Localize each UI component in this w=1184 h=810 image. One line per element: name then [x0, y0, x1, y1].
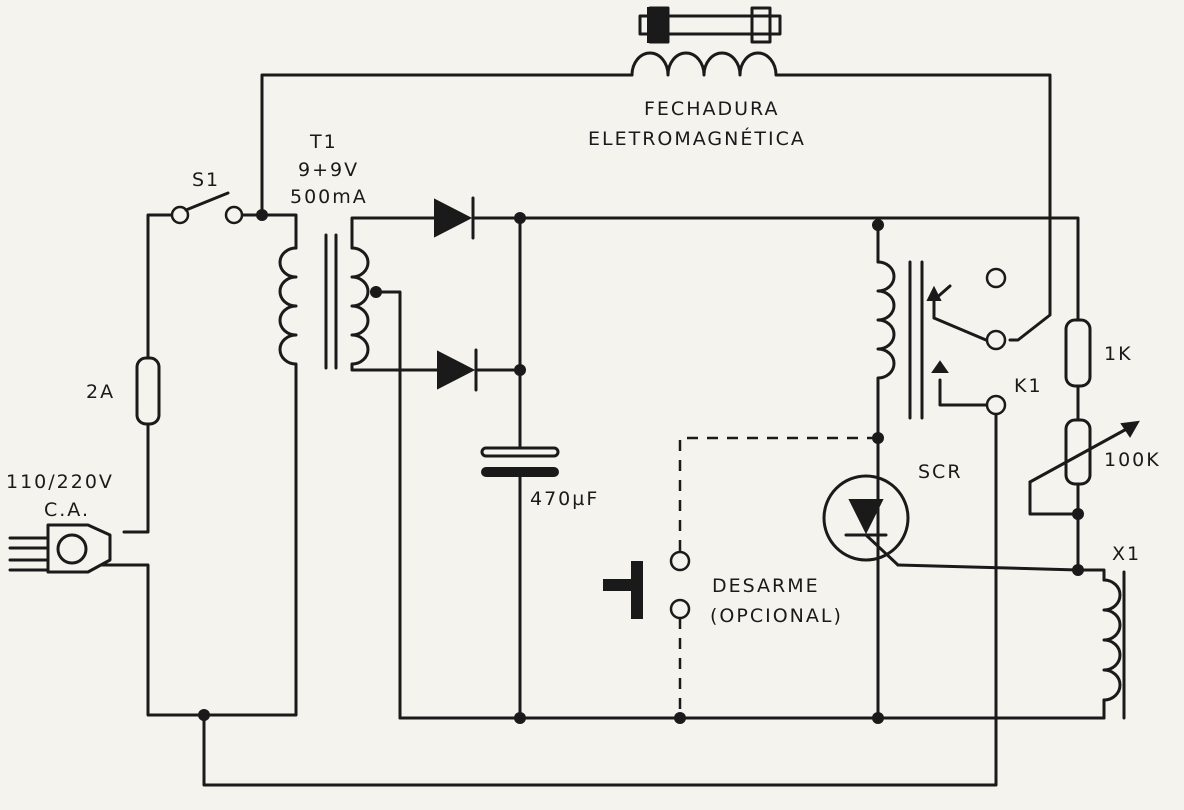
- diode-d2: [437, 348, 478, 392]
- relay-k1: [876, 260, 1007, 420]
- r1-label: 1K: [1104, 343, 1133, 365]
- mains-type-label: C.A.: [44, 499, 90, 521]
- fuse-2a: [135, 356, 161, 426]
- disarm-label-line2: (OPCIONAL): [710, 605, 843, 627]
- coil-x1-label: X1: [1112, 543, 1141, 565]
- t1-current-label: 500mA: [290, 186, 368, 208]
- scr-label: SCR: [918, 461, 963, 483]
- disarm-pushbutton: [603, 436, 878, 712]
- pot-label: 100K: [1104, 449, 1161, 471]
- labels: FECHADURA ELETROMAGNÉTICA T1 9+9V 500mA …: [6, 98, 1161, 627]
- wires: [100, 73, 1106, 787]
- diode-d1: [434, 196, 475, 240]
- disarm-label-line1: DESARME: [712, 575, 820, 597]
- s1-label: S1: [192, 169, 220, 191]
- transformer-t1: [278, 233, 370, 370]
- fuse-label: 2A: [86, 381, 115, 403]
- lock-label-line2: ELETROMAGNÉTICA: [588, 127, 806, 150]
- relay-label: K1: [1014, 375, 1043, 397]
- switch-s1: [170, 191, 244, 225]
- mains-voltage-label: 110/220V: [6, 471, 114, 493]
- scr-thyristor: [822, 474, 910, 567]
- electromagnetic-lock: [630, 6, 784, 77]
- mains-plug-icon: [8, 523, 112, 574]
- t1-voltage-label: 9+9V: [298, 159, 359, 181]
- potentiometer-100k: [1028, 418, 1140, 486]
- capacitor-label: 470µF: [530, 488, 599, 510]
- lock-label-line1: FECHADURA: [644, 98, 779, 120]
- resistor-1k: [1064, 318, 1092, 388]
- lock-plunger-icon: [638, 6, 782, 44]
- t1-name-label: T1: [309, 131, 338, 153]
- capacitor-470uf: [480, 446, 560, 477]
- junctions: [198, 209, 1084, 724]
- coil-x1: [1102, 570, 1126, 720]
